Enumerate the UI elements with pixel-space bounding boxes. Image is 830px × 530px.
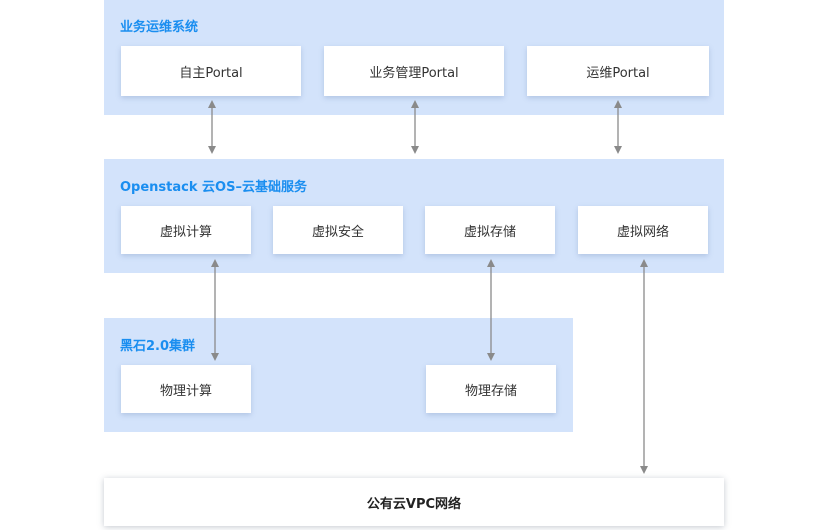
ops-system-title: 业务运维系统 <box>120 20 199 35</box>
ops-system-layer: 业务运维系统 自主Portal 业务管理Portal 运维Portal <box>104 0 724 115</box>
self-service-portal-box[interactable]: 自主Portal <box>121 46 301 96</box>
business-management-portal-box[interactable]: 业务管理Portal <box>324 46 504 96</box>
virtual-storage-box[interactable]: 虚拟存储 <box>425 206 555 254</box>
cluster-layer: 黑石2.0集群 物理计算 物理存储 <box>104 318 573 432</box>
virtual-security-box[interactable]: 虚拟安全 <box>273 206 403 254</box>
openstack-layer: Openstack 云OS–云基础服务 虚拟计算 虚拟安全 虚拟存储 虚拟网络 <box>104 159 724 273</box>
cluster-title: 黑石2.0集群 <box>120 339 196 354</box>
operations-portal-box[interactable]: 运维Portal <box>527 46 709 96</box>
public-cloud-vpc-network-bar[interactable]: 公有云VPC网络 <box>104 478 724 526</box>
virtual-compute-box[interactable]: 虚拟计算 <box>121 206 251 254</box>
virtual-network-box[interactable]: 虚拟网络 <box>578 206 708 254</box>
openstack-title: Openstack 云OS–云基础服务 <box>120 180 307 195</box>
physical-compute-box[interactable]: 物理计算 <box>121 365 251 413</box>
vpc-label: 公有云VPC网络 <box>366 496 462 512</box>
physical-storage-box[interactable]: 物理存储 <box>426 365 556 413</box>
